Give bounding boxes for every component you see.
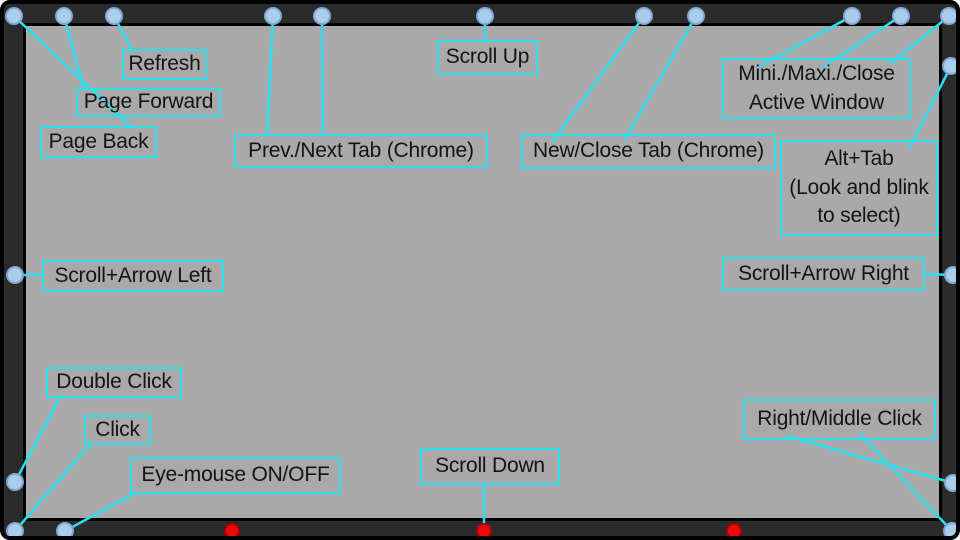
hotspot-dot[interactable] [687,7,705,25]
hotspot-dot[interactable] [476,7,494,25]
label-new-close-tab: New/Close Tab (Chrome) [521,134,776,169]
label-page-back: Page Back [40,126,157,158]
hotspot-dot[interactable] [55,7,73,25]
hotspot-dot[interactable] [892,7,910,25]
hotspot-dot[interactable] [313,7,331,25]
hotspot-dot[interactable] [942,57,959,75]
hotspot-dot[interactable] [56,522,74,539]
hotspot-dot-red[interactable] [476,523,492,538]
hotspot-dot-red[interactable] [224,523,240,538]
label-page-forward: Page Forward [76,88,221,117]
hotspot-dot[interactable] [264,7,282,25]
hotspot-dot[interactable] [944,474,960,492]
label-eye-mouse-on-off: Eye-mouse ON/OFF [130,457,341,494]
hotspot-dot[interactable] [105,7,123,25]
label-scroll-arrow-right: Scroll+Arrow Right [722,257,925,291]
label-scroll-arrow-left: Scroll+Arrow Left [42,260,224,292]
label-scroll-down: Scroll Down [420,448,560,485]
hotspot-dot[interactable] [6,522,24,539]
hotspot-dot[interactable] [944,266,960,284]
hotspot-dot[interactable] [6,473,24,491]
label-refresh: Refresh [122,49,207,80]
label-right-middle-click: Right/Middle Click [743,399,936,440]
hotspot-dot[interactable] [843,7,861,25]
hotspot-dot[interactable] [635,7,653,25]
hotspot-dot[interactable] [6,266,24,284]
label-scroll-up: Scroll Up [437,40,538,75]
label-double-click: Double Click [46,367,182,398]
label-prev-next-tab: Prev./Next Tab (Chrome) [234,134,488,168]
hotspot-dot[interactable] [5,7,23,25]
label-click: Click [84,415,151,445]
hotspot-dot[interactable] [943,522,960,539]
hotspot-dot[interactable] [940,7,957,25]
hotspot-dot-red[interactable] [726,523,742,538]
label-mini-maxi-close: Mini./Maxi./Close Active Window [722,58,911,119]
label-alt-tab: Alt+Tab (Look and blink to select) [780,140,938,236]
